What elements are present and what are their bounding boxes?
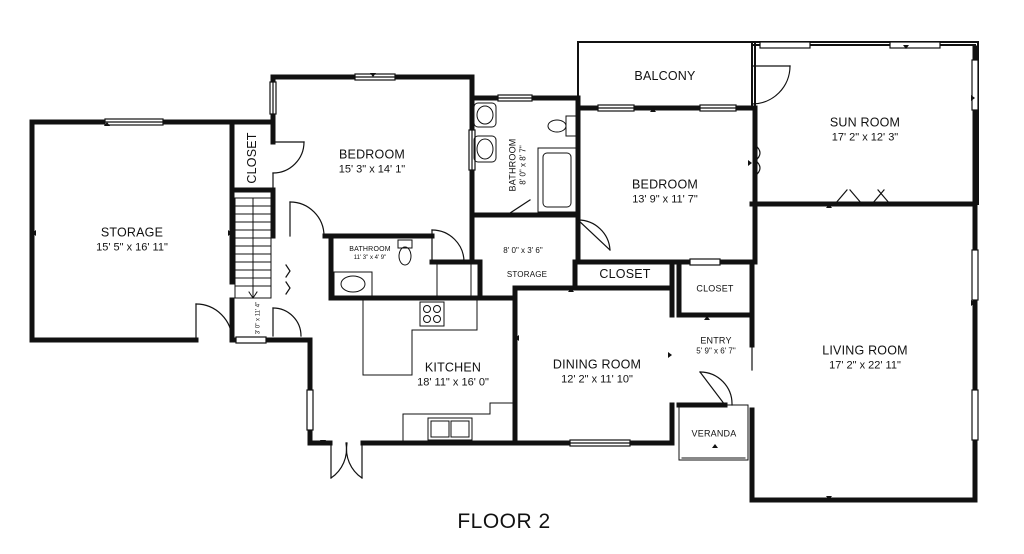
room-name: CLOSET — [599, 267, 651, 282]
room-bathroom-1: BATHROOM 8' 0" x 8' 7" — [507, 139, 528, 192]
room-bedroom-1: BEDROOM 15' 3" x 14' 1" — [339, 147, 405, 176]
room-name: CLOSET — [245, 132, 260, 184]
room-living-room: LIVING ROOM 17' 2" x 22' 11" — [822, 343, 908, 372]
room-name: BEDROOM — [338, 147, 405, 162]
room-dims: 13' 9" x 11' 7" — [632, 192, 698, 205]
room-name: SUN ROOM — [829, 115, 901, 130]
room-dims: 8' 0" x 3' 6" — [503, 246, 543, 255]
room-dims: 5' 9" x 6' 7" — [696, 346, 736, 356]
room-dims: 12' 2" x 11' 10" — [561, 372, 633, 385]
room-name: BEDROOM — [632, 177, 698, 192]
room-dims: 17' 2" x 22' 11" — [829, 358, 901, 371]
room-closet-right: CLOSET — [696, 283, 733, 294]
room-dims: 11' 3" x 4' 9" — [353, 254, 387, 261]
room-storage: STORAGE 15' 5" x 16' 11" — [96, 225, 168, 254]
light-walls — [309, 41, 979, 444]
fixtures — [333, 102, 753, 461]
floor-title: FLOOR 2 — [457, 510, 551, 533]
room-name: BALCONY — [634, 69, 696, 84]
room-name: BATHROOM — [349, 245, 391, 253]
room-name: LIVING ROOM — [822, 343, 908, 358]
wall-markers — [32, 45, 975, 500]
room-bathroom-2: BATHROOM 11' 3" x 4' 9" — [349, 246, 391, 262]
room-dims: 15' 3" x 14' 1" — [338, 162, 406, 175]
room-dims: 8' 0" x 8' 7" — [518, 145, 528, 185]
room-name: DINING ROOM — [552, 357, 642, 372]
room-dims: 18' 11" x 16' 0" — [417, 375, 489, 388]
room-name: VERANDA — [691, 428, 737, 439]
room-hall: 8' 0" x 3' 6" — [503, 246, 542, 256]
windows — [104, 41, 979, 447]
room-sun-room: SUN ROOM 17' 2" x 12' 3" — [830, 115, 900, 144]
room-name: KITCHEN — [424, 360, 482, 375]
doors — [195, 65, 891, 479]
room-name: CLOSET — [696, 283, 734, 294]
room-dims: 3' 0" x 11' 4" — [255, 301, 262, 335]
room-storage-small: STORAGE — [507, 270, 547, 280]
room-stair: 3' 0" x 11' 4" — [255, 302, 263, 334]
room-name: STORAGE — [506, 270, 548, 279]
room-kitchen: KITCHEN 18' 11" x 16' 0" — [417, 360, 489, 389]
room-dining-room: DINING ROOM 12' 2" x 11' 10" — [553, 357, 641, 386]
room-dims: 17' 2" x 12' 3" — [831, 130, 899, 143]
room-name: STORAGE — [100, 225, 164, 240]
room-entry: ENTRY 5' 9" x 6' 7" — [696, 335, 735, 356]
room-closet-left: CLOSET — [245, 132, 261, 183]
room-name: BATHROOM — [507, 138, 518, 192]
room-veranda: VERANDA — [692, 428, 737, 439]
room-bedroom-2: BEDROOM 13' 9" x 11' 7" — [632, 177, 698, 206]
room-name: ENTRY — [700, 335, 732, 346]
stairs — [234, 197, 272, 299]
room-closet-mid: CLOSET — [599, 267, 650, 283]
room-dims: 15' 5" x 16' 11" — [96, 240, 168, 253]
room-balcony: BALCONY — [634, 69, 695, 85]
